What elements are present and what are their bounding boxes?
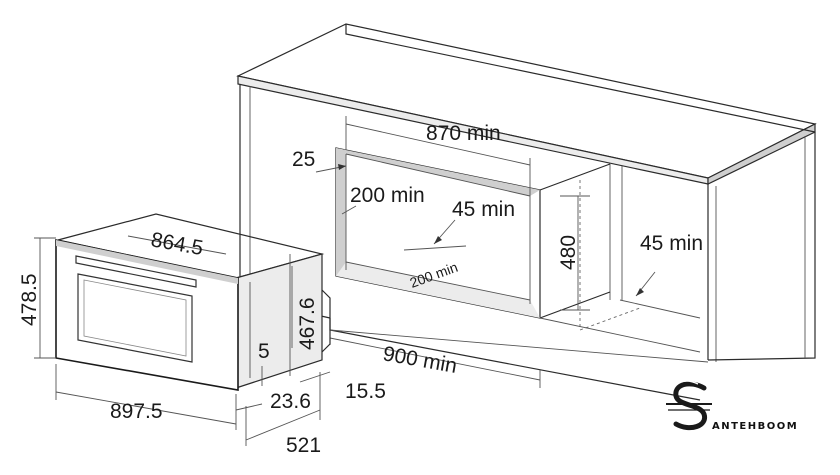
label-5: 5: [258, 340, 270, 363]
logo-s-mark: [666, 380, 712, 431]
oven: [55, 213, 331, 391]
oven-dimension-lines: [34, 235, 321, 446]
label-45-min-side: 45 min: [640, 232, 703, 255]
cabinet: [236, 23, 817, 401]
label-897-5: 897.5: [110, 400, 163, 423]
label-15-5: 15.5: [345, 380, 386, 403]
label-23-6: 23.6: [270, 390, 311, 413]
countertop-side-edge: [707, 123, 816, 185]
cabinet-niche: [335, 147, 641, 331]
label-864-5: 864.5: [149, 228, 205, 260]
cabinet-dimension-lines: [299, 116, 656, 388]
label-870-min: 870 min: [426, 122, 501, 145]
label-45-min-top: 45 min: [452, 198, 515, 221]
label-900-min: 900 min: [381, 342, 459, 378]
label-521: 521: [286, 434, 321, 457]
label-478-5: 478.5: [18, 273, 41, 326]
label-200-min-top: 200 min: [350, 184, 425, 207]
logo-text: ANTEHBOOM: [712, 421, 798, 432]
label-467-6: 467.6: [296, 297, 319, 350]
label-25: 25: [292, 148, 315, 171]
santehboom-logo: ANTEHBOOM: [666, 380, 798, 432]
label-480: 480: [557, 235, 580, 270]
oven-window: [77, 273, 193, 363]
oven-handle: [75, 255, 197, 288]
